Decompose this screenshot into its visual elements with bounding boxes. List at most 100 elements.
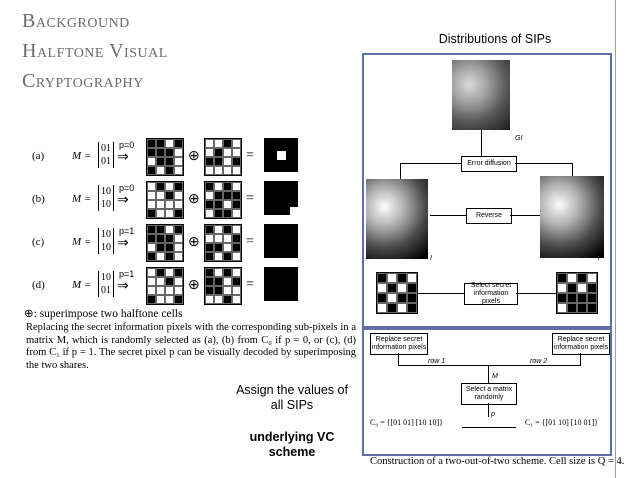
subpixel — [377, 303, 387, 313]
halftone-image-iprime — [540, 176, 604, 258]
subpixel — [577, 293, 587, 303]
implies-arrow-icon: ⇒ — [117, 236, 129, 251]
slide-title: Background Halftone Visual Cryptography — [22, 6, 168, 96]
superimposed-result — [264, 138, 298, 172]
matrix-symbol: M = — [72, 279, 92, 291]
subpixel — [407, 293, 417, 303]
implies-arrow-icon: ⇒ — [117, 150, 129, 165]
halftone-cell — [204, 267, 242, 305]
p-value: p=1 — [119, 226, 135, 236]
connector — [418, 293, 464, 294]
error-diffusion-box: Error diffusion — [461, 156, 517, 172]
connector — [515, 163, 573, 164]
callout-underlying: underlying VC scheme — [249, 430, 335, 459]
matrix-row: 01 — [101, 285, 111, 296]
superimposed-result — [264, 224, 298, 258]
gray-image — [452, 60, 510, 130]
matrix-row: 10 — [101, 199, 111, 210]
subpixel — [387, 273, 397, 283]
subpixel — [397, 273, 407, 283]
connector — [488, 366, 489, 383]
select-matrix-box: Select a matrix randomly — [461, 383, 517, 405]
implies-arrow-icon: ⇒ — [117, 279, 129, 294]
halftone-cell — [204, 224, 242, 262]
superimposed-result — [264, 267, 298, 301]
vc-scheme-frame — [362, 328, 612, 456]
subpixel — [587, 293, 597, 303]
replace-left-box: Replace secret information pixels — [370, 333, 428, 355]
subpixel — [587, 283, 597, 293]
i-label: I — [430, 255, 432, 262]
row-label: (c) — [32, 236, 45, 248]
matrix-row: 01 — [101, 143, 111, 154]
superimpose-icon: ⊕ — [188, 192, 200, 207]
halftone-cell-right — [556, 272, 598, 314]
subpixel — [387, 283, 397, 293]
m-label: M — [492, 373, 498, 380]
connector — [572, 163, 573, 179]
connector — [400, 163, 401, 179]
subpixel — [587, 273, 597, 283]
matrix-row: 10 — [101, 272, 111, 283]
subpixel — [567, 303, 577, 313]
c1-set: C₁ = {[01 10] [10 01]} — [525, 418, 598, 427]
connector — [481, 130, 482, 156]
matrix-row: 10 — [101, 229, 111, 240]
matrix-row: 10 — [101, 186, 111, 197]
p-value: p=0 — [119, 140, 135, 150]
subpixel — [397, 303, 407, 313]
subpixel — [407, 283, 417, 293]
equals-sign: = — [246, 191, 254, 206]
subpixel — [577, 283, 587, 293]
subpixel — [387, 293, 397, 303]
matrix-row: 10 — [101, 242, 111, 253]
subpixel — [377, 283, 387, 293]
connector — [400, 163, 461, 164]
halftone-cell — [204, 138, 242, 176]
subpixel — [377, 273, 387, 283]
implies-arrow-icon: ⇒ — [117, 193, 129, 208]
connector — [398, 353, 399, 365]
select-sip-box: Select secret information pixels — [464, 282, 518, 305]
row-label: (d) — [32, 279, 45, 291]
superimpose-icon: ⊕ — [188, 278, 200, 293]
superimposed-result — [264, 181, 298, 215]
halftone-image-i — [366, 179, 428, 259]
title-line-2: Halftone Visual — [22, 40, 168, 62]
connector — [430, 215, 466, 216]
connector — [488, 403, 489, 417]
matrix-symbol: M = — [72, 150, 92, 162]
matrix-symbol: M = — [72, 236, 92, 248]
halftone-cell — [146, 267, 184, 305]
row-label: (a) — [32, 150, 45, 162]
subpixel — [587, 303, 597, 313]
distribution-frame — [362, 53, 612, 328]
subpixel — [577, 273, 587, 283]
right-figure-caption: Construction of a two-out-of-two scheme.… — [370, 456, 625, 467]
subpixel — [567, 293, 577, 303]
superimpose-icon: ⊕ — [188, 235, 200, 250]
superimpose-legend: ⊕: superimpose two halftone cells — [24, 308, 183, 320]
p-value: p=1 — [119, 269, 135, 279]
subpixel — [397, 293, 407, 303]
p-label: p — [491, 411, 495, 418]
equals-sign: = — [246, 148, 254, 163]
equals-sign: = — [246, 234, 254, 249]
subpixel — [577, 303, 587, 313]
c0-set: C₀ = {[01 01] [10 10]} — [370, 418, 443, 427]
connector — [462, 427, 516, 428]
connector — [580, 353, 581, 365]
connector — [510, 215, 540, 216]
callout-distributions: Distributions of SIPs — [438, 32, 552, 46]
slide-accent-line — [615, 0, 616, 478]
row2-label: row 2 — [530, 358, 548, 365]
row1-label: row 1 — [428, 358, 446, 365]
halftone-cell — [146, 181, 184, 219]
